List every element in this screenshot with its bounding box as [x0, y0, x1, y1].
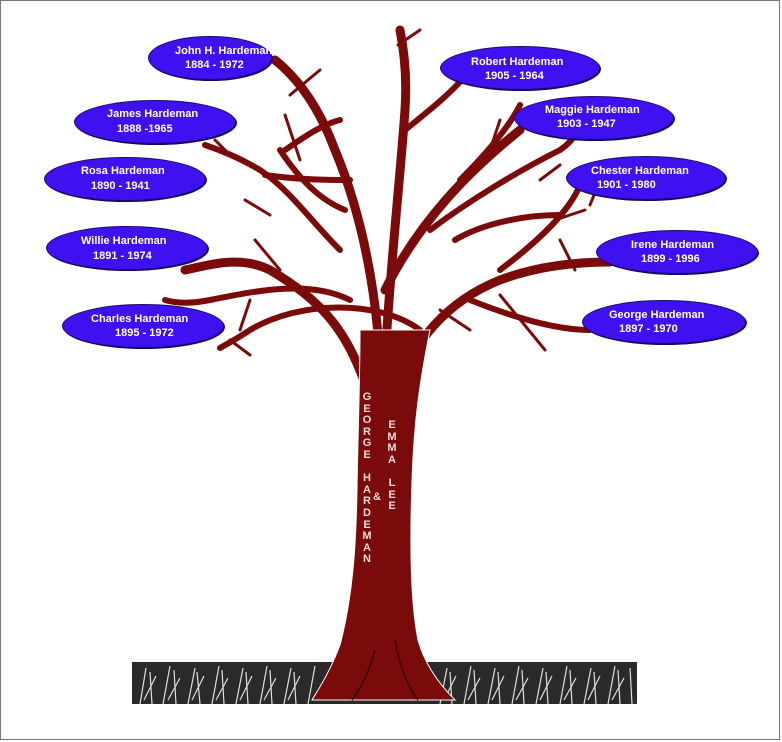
- child-years: 1897 - 1970: [619, 323, 678, 335]
- child-node-chester: Chester Hardeman 1901 - 1980: [566, 156, 726, 200]
- child-years: 1901 - 1980: [597, 179, 656, 191]
- child-node-rosa: Rosa Hardeman 1890 - 1941: [44, 157, 206, 201]
- child-name: Willie Hardeman: [81, 235, 167, 247]
- child-name: Charles Hardeman: [91, 313, 189, 325]
- trunk-name-left: G E O R G E H A R D E M A N: [362, 391, 372, 566]
- child-years: 1895 - 1972: [115, 327, 174, 339]
- child-years: 1903 - 1947: [557, 118, 616, 130]
- child-node-charles: Charles Hardeman 1895 - 1972: [62, 304, 224, 348]
- child-node-james: James Hardeman 1888 -1965: [74, 100, 236, 144]
- child-node-maggie: Maggie Hardeman 1903 - 1947: [514, 96, 674, 140]
- child-name: George Hardeman: [609, 309, 705, 321]
- trunk-ampersand: &: [373, 491, 381, 503]
- child-years: 1899 - 1996: [641, 253, 700, 265]
- child-name: James Hardeman: [107, 108, 199, 120]
- child-node-john: John H. Hardeman 1884 - 1972: [148, 36, 272, 80]
- child-name: Robert Hardeman: [471, 56, 564, 68]
- child-name: Rosa Hardeman: [81, 165, 165, 177]
- child-node-george: George Hardeman 1897 - 1970: [582, 300, 746, 344]
- child-years: 1891 - 1974: [93, 250, 152, 262]
- child-node-irene: Irene Hardeman 1899 - 1996: [596, 230, 758, 274]
- tree-branches: [162, 25, 615, 405]
- child-name: Chester Hardeman: [591, 165, 689, 177]
- child-years: 1890 - 1941: [91, 180, 150, 192]
- trunk-name-right: E M M A L E E: [387, 419, 397, 513]
- child-years: 1884 - 1972: [185, 59, 244, 71]
- child-name: Irene Hardeman: [631, 239, 715, 251]
- child-years: 1888 -1965: [117, 123, 173, 135]
- child-node-willie: Willie Hardeman 1891 - 1974: [46, 226, 208, 270]
- child-years: 1905 - 1964: [485, 70, 544, 82]
- child-node-robert: Robert Hardeman 1905 - 1964: [440, 46, 600, 90]
- child-name: John H. Hardeman: [175, 45, 273, 57]
- tree-trunk: [311, 329, 457, 701]
- child-name: Maggie Hardeman: [545, 104, 640, 116]
